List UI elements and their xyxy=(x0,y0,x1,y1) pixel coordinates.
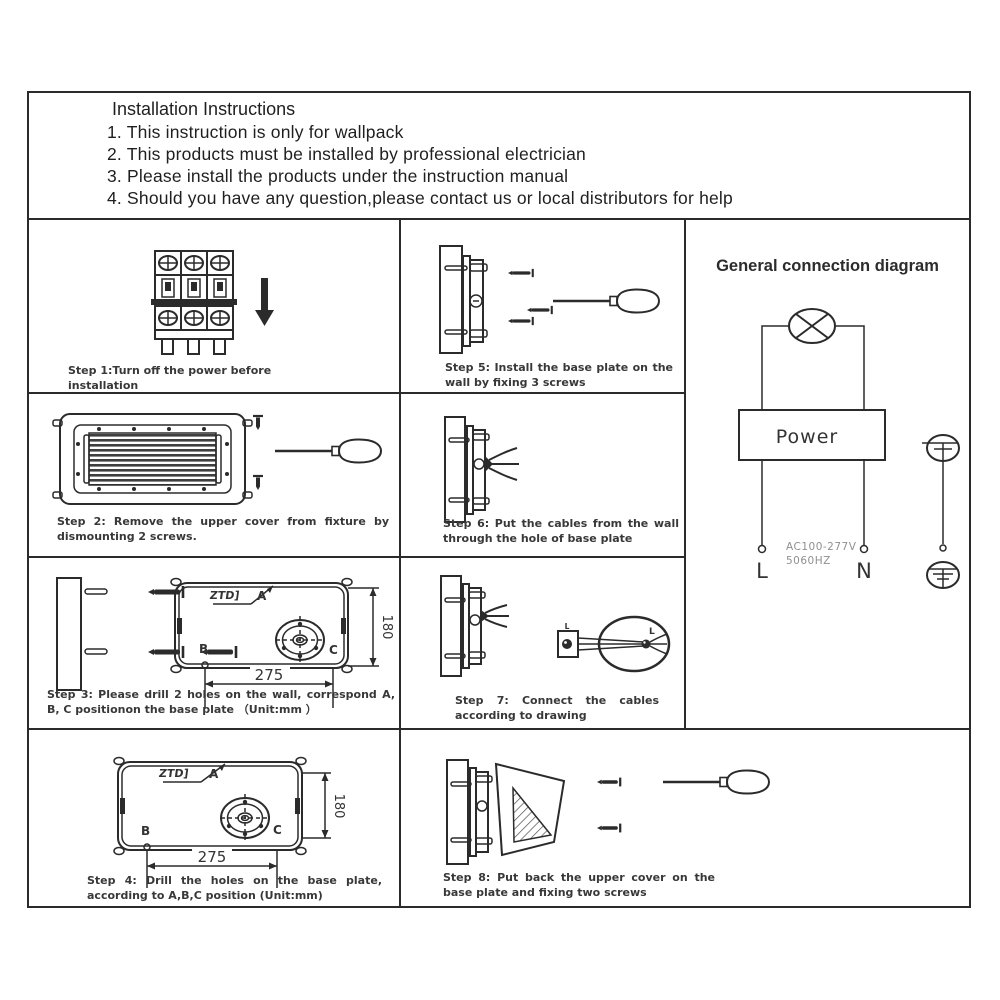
line-label: L xyxy=(756,559,768,583)
wires xyxy=(761,325,865,545)
step7-illustration: L L xyxy=(440,575,671,677)
neutral-terminal: N xyxy=(856,544,872,583)
plate-marking: ZTD] xyxy=(209,589,240,602)
step2-caption: Step 2: Remove the upper cover from fixt… xyxy=(57,515,389,543)
power-label: Power xyxy=(776,426,838,448)
step2-illustration xyxy=(52,413,383,505)
fixture-back-icon xyxy=(52,413,253,505)
step7-caption: Step 7: Connect the cables according to … xyxy=(455,694,659,722)
instruction-sheet-frame: Installation Instructions 1. This instru… xyxy=(27,91,971,908)
step7-panel: L L Step 7: Connect the cables according… xyxy=(401,556,684,728)
base-plate-side-icon xyxy=(444,255,488,347)
step2-panel: Step 2: Remove the upper cover from fixt… xyxy=(29,392,401,556)
cables-icon xyxy=(485,447,519,481)
screw-icon xyxy=(597,777,622,787)
step4-illustration: ZTD] A B C 275 xyxy=(113,756,346,888)
voltage-label: AC100-277V xyxy=(786,541,857,553)
base-plate-side-icon xyxy=(450,767,493,857)
step6-panel: Step 6: Put the cables from the wall thr… xyxy=(401,392,684,556)
screw-icon xyxy=(253,414,263,430)
terminal-block-icon: L xyxy=(557,622,579,658)
terminal-l-label: L xyxy=(565,622,570,631)
step3-illustration: ZTD] A B C 275 xyxy=(56,577,394,708)
base-plate-front-icon: ZTD] A B C xyxy=(170,577,353,674)
step5-caption: Step 5: Install the base plate on the wa… xyxy=(445,361,673,389)
step3-panel: ZTD] A B C 275 xyxy=(29,556,401,728)
plate-marking: ZTD] xyxy=(158,767,189,780)
cables-icon xyxy=(481,604,509,628)
connection-diagram-title: General connection diagram xyxy=(716,257,939,275)
lamp-icon xyxy=(788,308,836,344)
dim-180-label: 180 xyxy=(379,615,394,640)
screw-icon xyxy=(527,305,553,315)
knockout-circle xyxy=(275,616,325,664)
instruction-line-1: 1. This instruction is only for wallpack xyxy=(107,122,404,142)
screw-icon xyxy=(508,268,534,278)
frequency-label: 5060HZ xyxy=(786,555,831,567)
header-panel: Installation Instructions 1. This instru… xyxy=(29,93,969,220)
step4-panel: ZTD] A B C 275 xyxy=(29,728,401,906)
base-plate-side-icon xyxy=(448,425,490,515)
dimension-width: 275 xyxy=(146,848,278,888)
screwdriver-icon xyxy=(553,288,661,314)
position-a-label: A xyxy=(209,767,219,781)
step6-caption: Step 6: Put the cables from the wall thr… xyxy=(443,517,679,545)
detail-l-label: L xyxy=(649,627,655,637)
wall-icon xyxy=(446,759,469,865)
heatsink xyxy=(88,432,217,486)
step8-caption: Step 8: Put back the upper cover on the … xyxy=(443,871,715,899)
arrow-down-icon xyxy=(255,278,274,326)
instruction-line-3: 3. Please install the products under the… xyxy=(107,166,569,186)
knockout-circle xyxy=(220,794,270,842)
wall-icon xyxy=(439,245,463,354)
step4-caption: Step 4: Drill the holes on the base plat… xyxy=(87,874,382,902)
wire-detail-magnifier: L xyxy=(577,615,671,673)
screwdriver-icon xyxy=(663,769,771,795)
connection-diagram-schematic: Power L N AC100-277V 5060HZ xyxy=(738,308,960,589)
position-b-label: B xyxy=(199,642,208,656)
neutral-label: N xyxy=(856,559,872,583)
line-terminal: L xyxy=(756,544,768,583)
step5-illustration xyxy=(439,245,661,354)
screw-icon xyxy=(253,474,263,490)
power-box: Power xyxy=(738,409,886,461)
dim-275-label: 275 xyxy=(198,848,227,866)
ground-terminal xyxy=(939,544,947,552)
screw-icon xyxy=(148,646,185,658)
step1-panel: Step 1:Turn off the power before install… xyxy=(29,220,401,392)
dimension-height: 180 xyxy=(348,587,394,667)
screw-icon xyxy=(508,316,534,326)
step8-illustration xyxy=(446,759,771,865)
position-a-label: A xyxy=(257,589,267,603)
base-plate-side-icon xyxy=(444,583,486,669)
wall-side-icon xyxy=(56,577,108,691)
ground-icon xyxy=(926,561,960,589)
wallpack-cover-icon xyxy=(494,762,566,857)
connection-diagram-panel: General connection diagram Power L xyxy=(684,220,969,728)
step6-illustration xyxy=(444,416,519,523)
position-c-label: C xyxy=(273,823,282,837)
screw-icon xyxy=(597,823,622,833)
wall-icon xyxy=(440,575,462,677)
dimension-width: 275 xyxy=(204,666,334,708)
position-b-label: B xyxy=(141,824,150,838)
step5-panel: Step 5: Install the base plate on the wa… xyxy=(401,220,684,392)
wall-icon xyxy=(444,416,466,523)
step8-panel: Step 8: Put back the upper cover on the … xyxy=(401,728,969,906)
step1-caption: Step 1:Turn off the power before install… xyxy=(68,364,272,392)
dim-180-label: 180 xyxy=(331,794,346,819)
ground-icon xyxy=(922,434,960,462)
step1-illustration xyxy=(151,250,274,355)
instruction-line-2: 2. This products must be installed by pr… xyxy=(107,144,586,164)
base-plate-front-icon: ZTD] A B C xyxy=(113,756,307,856)
page-title: Installation Instructions xyxy=(112,99,296,119)
dim-275-label: 275 xyxy=(255,666,284,684)
position-c-label: C xyxy=(329,643,338,657)
circuit-breaker-icon xyxy=(151,250,237,355)
dimension-height: 180 xyxy=(302,772,346,839)
instruction-line-4: 4. Should you have any question,please c… xyxy=(107,188,733,208)
screw-icon xyxy=(201,646,238,658)
screwdriver-icon xyxy=(275,438,383,464)
step3-caption: Step 3: Please drill 2 holes on the wall… xyxy=(47,688,395,716)
